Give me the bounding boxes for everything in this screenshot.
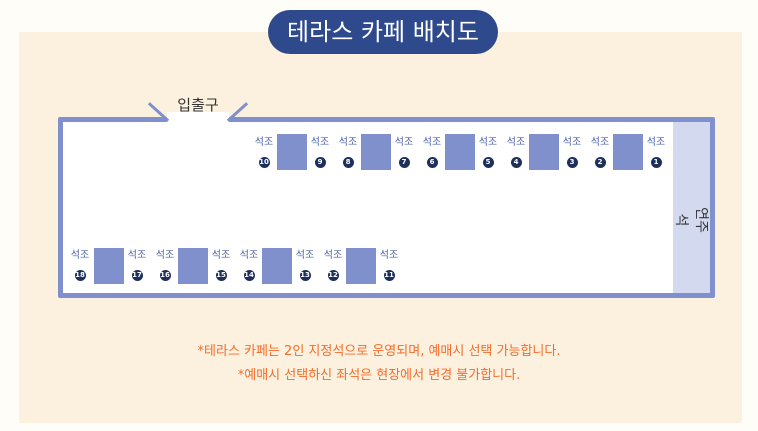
table (346, 248, 376, 284)
seat-number: 15 (215, 270, 227, 281)
seat-number: 3 (566, 157, 578, 168)
seat-number: 18 (74, 270, 86, 281)
seat-label: 석조 (379, 250, 399, 261)
seat-number: 6 (426, 157, 438, 168)
seat-17[interactable]: 석조 17 (123, 250, 151, 281)
stage-label: 연주석 (673, 207, 709, 233)
seat-label: 석조 (394, 137, 414, 148)
seat-label: 석조 (323, 250, 343, 261)
seat-1[interactable]: 석조 1 (642, 137, 670, 168)
page-title: 테라스 카페 배치도 (268, 10, 498, 54)
seat-label: 석조 (295, 250, 315, 261)
table (94, 248, 124, 284)
seat-number: 10 (258, 157, 270, 168)
seat-3[interactable]: 석조 3 (558, 137, 586, 168)
seat-label: 석조 (254, 137, 274, 148)
entrance-opening (167, 112, 229, 122)
seat-number: 9 (314, 157, 326, 168)
seat-label: 석조 (562, 137, 582, 148)
seat-14[interactable]: 석조 14 (235, 250, 263, 281)
seat-13[interactable]: 석조 13 (291, 250, 319, 281)
seat-8[interactable]: 석조 8 (334, 137, 362, 168)
seat-label: 석조 (590, 137, 610, 148)
seat-label: 석조 (211, 250, 231, 261)
notice-line-1: *테라스 카페는 2인 지정석으로 운영되며, 예매시 선택 가능합니다. (197, 344, 561, 359)
seat-9[interactable]: 석조 9 (306, 137, 334, 168)
seat-16[interactable]: 석조 16 (151, 250, 179, 281)
seat-15[interactable]: 석조 15 (207, 250, 235, 281)
table (277, 134, 307, 170)
seat-label: 석조 (155, 250, 175, 261)
seat-7[interactable]: 석조 7 (390, 137, 418, 168)
seat-number: 17 (131, 270, 143, 281)
table (178, 248, 208, 284)
seat-number: 4 (510, 157, 522, 168)
table (529, 134, 559, 170)
seat-label: 석조 (338, 137, 358, 148)
seat-number: 8 (342, 157, 354, 168)
seat-label: 석조 (506, 137, 526, 148)
seat-label: 석조 (310, 137, 330, 148)
seat-6[interactable]: 석조 6 (418, 137, 446, 168)
seat-number: 12 (327, 270, 339, 281)
seat-18[interactable]: 석조 18 (66, 250, 94, 281)
seat-11[interactable]: 석조 11 (375, 250, 403, 281)
stage-area (673, 122, 710, 293)
seat-5[interactable]: 석조 5 (474, 137, 502, 168)
table (445, 134, 475, 170)
seat-label: 석조 (239, 250, 259, 261)
seat-number: 7 (398, 157, 410, 168)
seat-10[interactable]: 석조 10 (250, 137, 278, 168)
notice-line-2: *예매시 선택하신 좌석은 현장에서 변경 불가합니다. (237, 368, 521, 383)
seat-label: 석조 (646, 137, 666, 148)
seat-number: 13 (299, 270, 311, 281)
seat-number: 2 (594, 157, 606, 168)
seat-number: 11 (383, 270, 395, 281)
seat-label: 석조 (422, 137, 442, 148)
table (361, 134, 391, 170)
seat-4[interactable]: 석조 4 (502, 137, 530, 168)
seat-number: 14 (243, 270, 255, 281)
seat-2[interactable]: 석조 2 (586, 137, 614, 168)
seat-12[interactable]: 석조 12 (319, 250, 347, 281)
seat-number: 5 (482, 157, 494, 168)
seat-label: 석조 (478, 137, 498, 148)
seat-number: 1 (650, 157, 662, 168)
table (613, 134, 643, 170)
seat-label: 석조 (127, 250, 147, 261)
seat-label: 석조 (70, 250, 90, 261)
table (262, 248, 292, 284)
seat-number: 16 (159, 270, 171, 281)
entrance-label: 입출구 (177, 96, 219, 114)
